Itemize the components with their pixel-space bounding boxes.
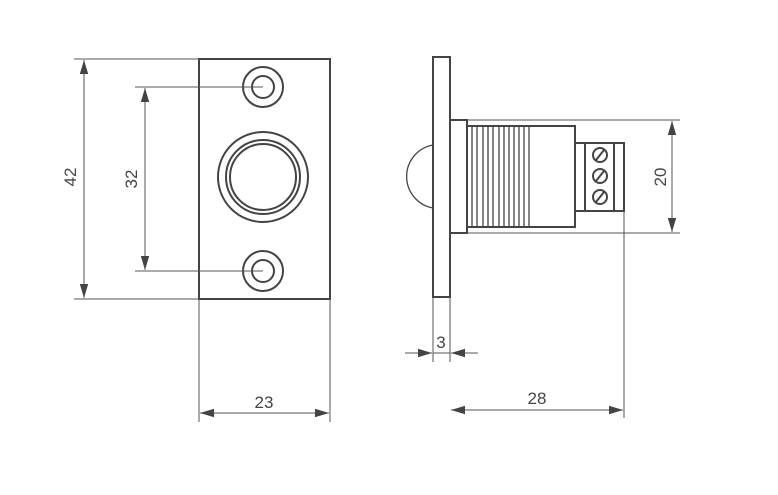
center-button [217,131,309,223]
button-dome [406,144,434,209]
threads [471,126,530,227]
dimension-width: 23 [198,299,331,422]
dimension-label-width: 23 [255,393,274,412]
mounting-plate-side [432,56,451,298]
dimension-plate-thickness: 3 [405,297,478,362]
screw-icon [592,147,608,163]
dimension-depth: 28 [451,211,625,418]
front-view: 42 32 23 [61,58,331,422]
screw-icon [592,168,608,184]
collar [449,119,468,234]
dimension-hole-spacing: 32 [122,86,263,272]
dimension-label-depth: 28 [528,389,547,408]
screw-icon [592,189,608,205]
terminal-block [574,142,625,212]
dimension-label-hole-spacing: 32 [122,170,141,189]
dimension-label-body-diameter: 20 [651,168,670,187]
dimension-label-plate-thickness: 3 [436,333,445,352]
dimension-body-diameter: 20 [468,119,680,234]
dimension-height: 42 [61,58,199,300]
side-view: 20 3 28 [405,56,680,418]
threaded-body [466,125,576,228]
dimension-label-height: 42 [61,168,80,187]
